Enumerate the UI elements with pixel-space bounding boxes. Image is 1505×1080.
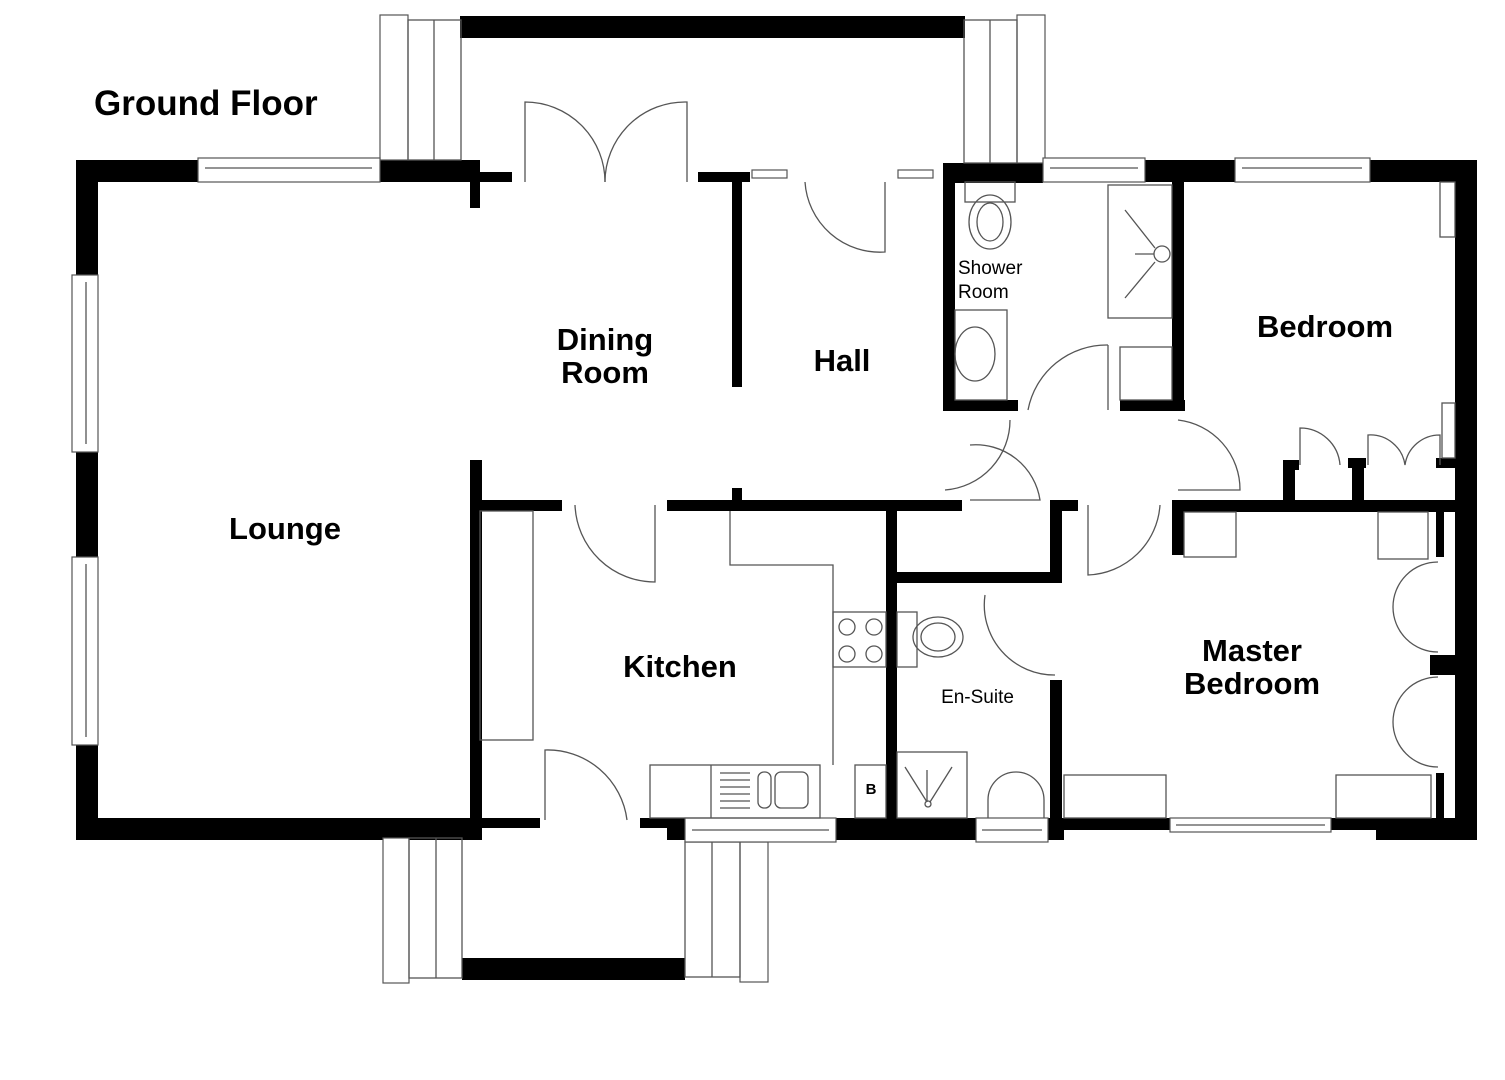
boiler-label: B (865, 781, 877, 798)
windows (71, 157, 1371, 843)
room-label-dining-room: Dining Room (556, 322, 654, 390)
floor-title: Ground Floor (94, 84, 318, 123)
bottom-bay (382, 837, 769, 984)
room-label-shower-room: Shower Room (958, 258, 1023, 303)
room-label-en-suite: En-Suite (941, 687, 1014, 708)
room-label-master-bedroom: Master Bedroom (1183, 633, 1321, 701)
doors (524, 101, 1441, 821)
room-label-bedroom: Bedroom (1256, 309, 1394, 344)
room-label-lounge: Lounge (229, 511, 341, 546)
sink-drainer (720, 772, 750, 809)
top-bay (379, 14, 1046, 164)
fixtures (479, 181, 1456, 819)
room-label-kitchen: Kitchen (623, 649, 737, 684)
room-label-hall: Hall (813, 343, 871, 378)
internal-walls (480, 163, 1477, 830)
